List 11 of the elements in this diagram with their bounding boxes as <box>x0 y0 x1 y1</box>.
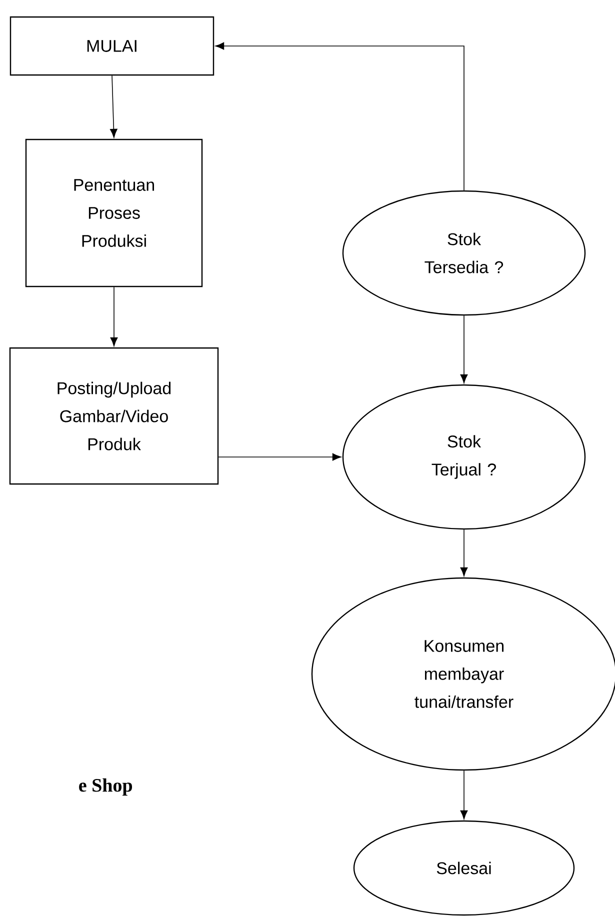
process-box: MULAI <box>10 16 214 76</box>
arrow <box>110 286 118 346</box>
process-box: Penentuan Proses Produksi <box>25 138 203 288</box>
arrow <box>460 770 468 820</box>
arrow <box>460 529 468 576</box>
arrow <box>218 453 342 461</box>
arrow <box>110 75 118 138</box>
arrow <box>460 315 468 384</box>
arrow <box>215 42 464 191</box>
process-box: Posting/Upload Gambar/Video Produk <box>9 347 219 485</box>
heading-fragment: e Shop <box>79 778 132 796</box>
